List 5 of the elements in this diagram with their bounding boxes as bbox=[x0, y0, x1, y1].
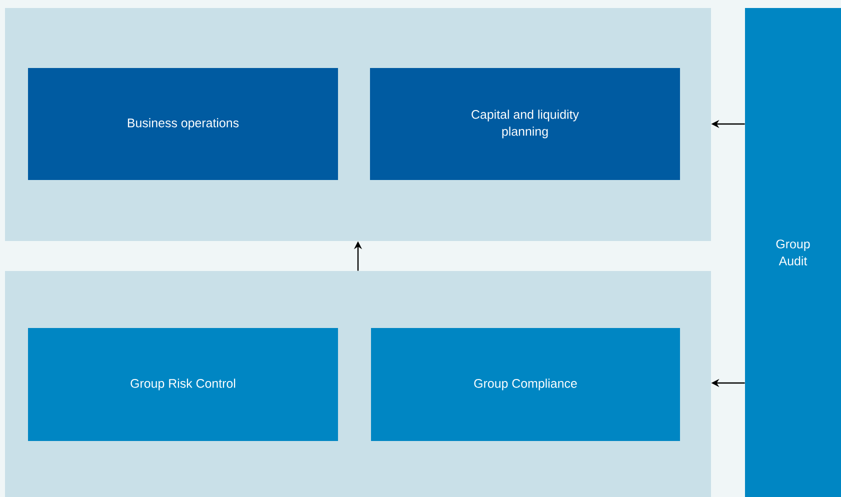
side-bar: Group Audit bbox=[745, 8, 841, 497]
process-box: Capital and liquidity planning bbox=[370, 68, 680, 180]
process-box: Group Risk Control bbox=[28, 328, 338, 441]
process-box: Group Compliance bbox=[371, 328, 680, 441]
process-box: Business operations bbox=[28, 68, 338, 180]
